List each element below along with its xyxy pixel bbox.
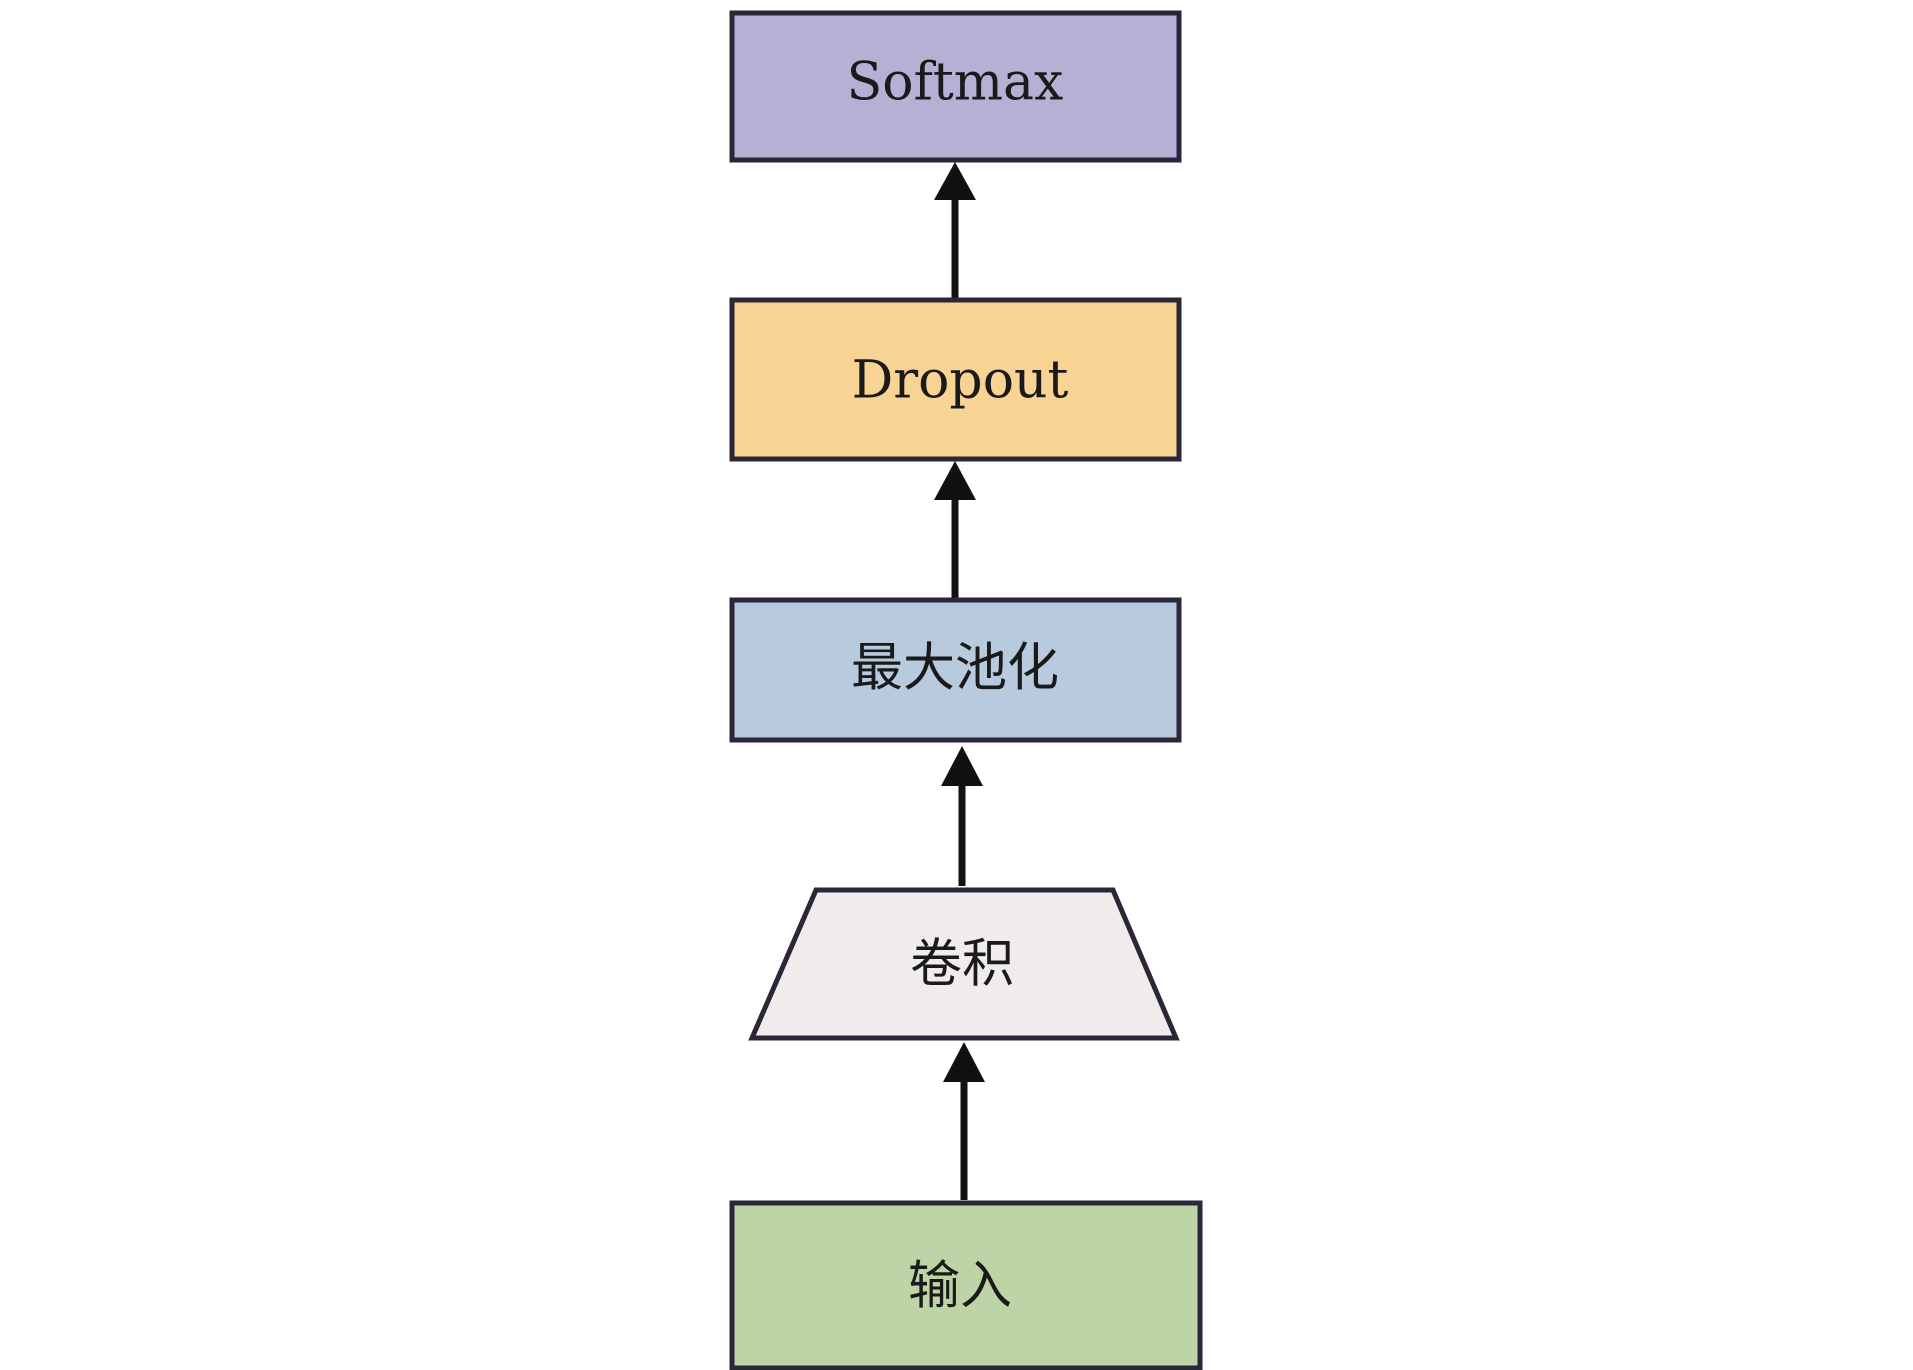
arrow-maxpool-to-dropout <box>934 461 976 598</box>
maxpool-node: 最大池化 <box>729 597 1182 743</box>
input-node: 输入 <box>729 1200 1203 1370</box>
arrow-dropout-to-softmax <box>934 162 976 298</box>
maxpool-box <box>729 597 1182 743</box>
arrow-input-to-conv <box>943 1042 985 1200</box>
dropout-node: Dropout <box>729 297 1182 462</box>
input-label: 输入 <box>908 1257 1012 1317</box>
conv-trapezoid <box>748 887 1180 1041</box>
arrow-conv-to-maxpool <box>941 746 983 886</box>
arrowhead <box>941 746 983 786</box>
maxpool-label: 最大池化 <box>851 639 1059 699</box>
dropout-box <box>729 297 1182 462</box>
arrowhead <box>934 162 976 200</box>
dropout-label: Dropout <box>852 351 1069 411</box>
input-box <box>729 1200 1203 1370</box>
conv-node: 卷积 <box>748 887 1180 1041</box>
arrowhead <box>943 1042 985 1082</box>
softmax-box <box>729 10 1182 163</box>
conv-label: 卷积 <box>910 935 1014 995</box>
softmax-label: Softmax <box>847 53 1064 113</box>
softmax-node: Softmax <box>729 10 1182 163</box>
arrowhead <box>934 461 976 500</box>
